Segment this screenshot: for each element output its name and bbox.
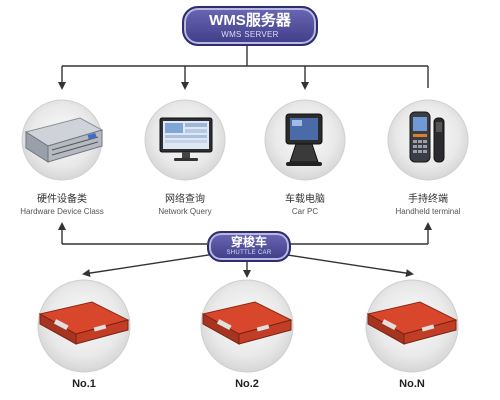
car-1-label: No.1 — [72, 378, 96, 390]
car-2-label: No.2 — [235, 378, 259, 390]
desktop-monitor-icon — [159, 117, 213, 161]
handheld-terminal-en: Handheld terminal — [395, 207, 461, 216]
hardware-device-en: Hardware Device Class — [20, 207, 104, 216]
handheld-terminal-cn: 手持终端 — [408, 194, 448, 205]
hardware-device-label: 硬件设备类 Hardware Device Class — [12, 194, 112, 217]
shuttle-car-icon — [38, 301, 130, 345]
server-connectors — [58, 42, 429, 90]
hardware-device-cn: 硬件设备类 — [37, 194, 87, 205]
handheld-terminal-label: 手持终端 Handheld terminal — [383, 194, 473, 217]
car-pc-label: 车载电脑 Car PC — [265, 194, 345, 217]
server-rack-icon — [24, 117, 104, 163]
shuttle-subtitle: SHUTTLE CAR — [226, 250, 272, 256]
shuttle-car-icon — [201, 301, 293, 345]
car-pc-cn: 车载电脑 — [285, 194, 325, 205]
car-n-label: No.N — [399, 378, 425, 390]
shuttle-title: 穿梭车 — [230, 235, 267, 249]
network-query-cn: 网络查询 — [165, 194, 205, 205]
shuttle-car-icon — [366, 301, 458, 345]
network-query-label: 网络查询 Network Query — [140, 194, 230, 217]
shuttle-car-node: 穿梭车 SHUTTLE CAR — [207, 231, 291, 262]
arrow-to-car-1 — [82, 251, 229, 278]
network-query-en: Network Query — [158, 207, 212, 216]
server-title: WMS服务器 — [209, 12, 291, 29]
car-pc-en: Car PC — [291, 207, 319, 216]
touch-terminal-icon — [285, 113, 323, 166]
wms-server-node: WMS服务器 WMS SERVER — [182, 6, 318, 46]
server-subtitle: WMS SERVER — [221, 30, 279, 39]
arrow-to-car-n — [267, 251, 414, 278]
handheld-scanner-icon — [409, 111, 445, 163]
